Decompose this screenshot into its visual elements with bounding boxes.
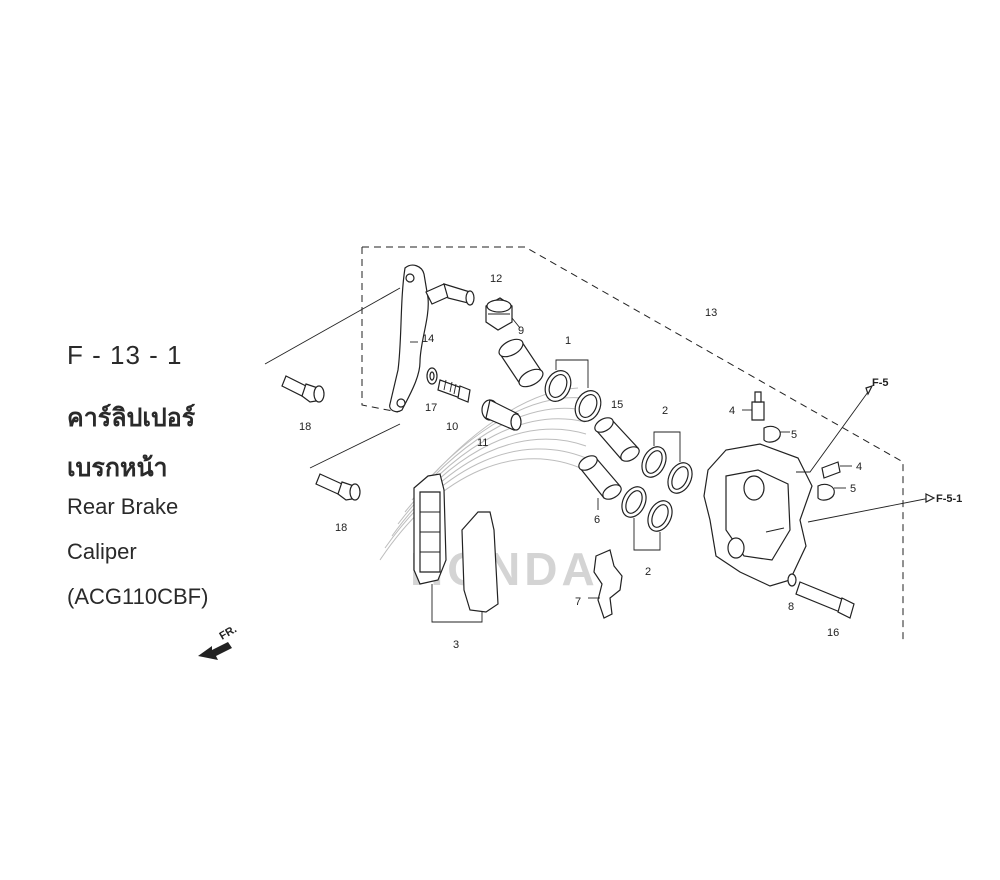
part-8-washer — [787, 573, 797, 587]
reference-f5: F-5 — [872, 377, 889, 389]
part-17-washer — [426, 367, 438, 385]
part-16-pin-bolt — [795, 581, 855, 619]
callout-18-lower: 18 — [335, 522, 347, 534]
assembly-boundary — [361, 246, 904, 640]
front-direction-arrow-icon: FR. — [198, 623, 239, 660]
callout-13: 13 — [705, 307, 717, 319]
reference-f5-1: F-5-1 — [936, 493, 962, 505]
part-1-seals — [544, 359, 602, 422]
callout-14: 14 — [422, 333, 434, 345]
callout-8: 8 — [788, 601, 794, 613]
part-2-seals-upper — [641, 431, 693, 494]
leader-line-18-upper — [264, 287, 401, 365]
callout-4-lower: 4 — [856, 461, 862, 473]
part-7-pad-spring — [588, 549, 623, 619]
part-18-bolt-lower — [315, 473, 361, 501]
part-4-bleeder-upper — [742, 391, 765, 421]
part-11-pin — [481, 399, 522, 431]
callout-10: 10 — [446, 421, 458, 433]
callout-5-upper: 5 — [791, 429, 797, 441]
title-english-line-2: Caliper — [67, 539, 137, 564]
callout-18-upper: 18 — [299, 421, 311, 433]
front-direction-label: FR. — [218, 623, 239, 642]
part-13-caliper-body — [703, 443, 813, 587]
callout-4-upper: 4 — [729, 405, 735, 417]
part-5-cap-upper — [763, 425, 790, 443]
callout-6: 6 — [594, 514, 600, 526]
part-6-pistons — [578, 417, 640, 510]
callout-7: 7 — [575, 596, 581, 608]
part-9-sleeve — [498, 338, 544, 388]
part-18-bolt-upper — [281, 375, 325, 403]
callout-16: 16 — [827, 627, 839, 639]
title-thai-line-2: เบรกหน้า — [67, 454, 168, 482]
figure-code: F - 13 - 1 — [67, 340, 183, 370]
leader-line-f5-1 — [807, 497, 931, 523]
callout-9: 9 — [518, 325, 524, 337]
callout-12: 12 — [490, 273, 502, 285]
leader-line-f5 — [796, 391, 869, 473]
part-3-brake-pads — [413, 473, 499, 623]
callout-11: 11 — [477, 437, 488, 449]
part-14-bracket — [389, 264, 475, 413]
title-english-line-1: Rear Brake — [67, 494, 179, 519]
arrow-f5-icon — [865, 384, 874, 396]
title-thai-line-1: คาร์ลิปเปอร์ — [67, 404, 196, 432]
part-5-cap-lower — [817, 483, 846, 501]
callout-2-lower: 2 — [645, 566, 651, 578]
part-2-seals-lower — [621, 486, 673, 551]
callout-15: 15 — [611, 399, 623, 411]
model-code: (ACG110CBF) — [67, 584, 209, 609]
callout-2-upper: 2 — [662, 405, 668, 417]
part-10-pin-bolt — [437, 379, 471, 403]
part-4-bleeder-lower — [821, 461, 852, 479]
arrow-f5-1-icon — [925, 493, 936, 503]
callout-17: 17 — [425, 402, 437, 414]
part-12-boot — [485, 297, 521, 331]
callout-3: 3 — [453, 639, 459, 651]
leader-line-18-lower — [309, 423, 401, 469]
callout-5-lower: 5 — [850, 483, 856, 495]
callout-1: 1 — [565, 335, 571, 347]
